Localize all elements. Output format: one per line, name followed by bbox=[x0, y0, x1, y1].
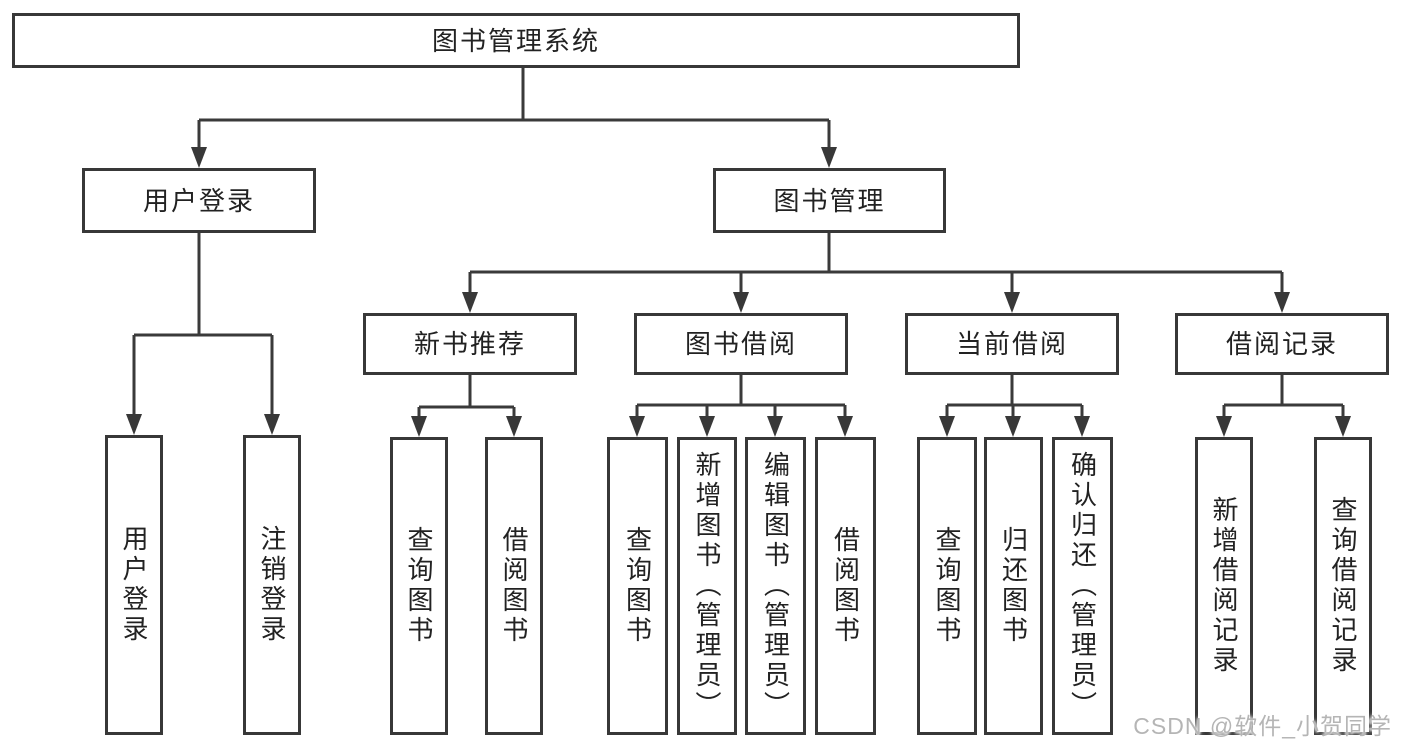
node-book-management: 图书管理 bbox=[713, 168, 946, 233]
leaf-return-book: 归还图书 bbox=[984, 437, 1043, 735]
connector-book-management-children bbox=[462, 233, 1290, 313]
arrowhead bbox=[821, 147, 837, 168]
arrowhead bbox=[411, 416, 427, 437]
connector-user-login-children bbox=[126, 233, 280, 435]
connector-line bbox=[1222, 375, 1345, 419]
leaf-query-books-borrowing: 查询图书 bbox=[607, 437, 668, 735]
connector-line bbox=[132, 233, 274, 416]
connector-line bbox=[945, 375, 1084, 419]
connector-root-to-level2 bbox=[191, 68, 837, 168]
connector-line bbox=[197, 68, 831, 150]
arrowhead bbox=[629, 416, 645, 437]
arrowhead bbox=[1074, 416, 1090, 437]
arrowhead bbox=[939, 416, 955, 437]
leaf-borrow-books-recommend: 借阅图书 bbox=[485, 437, 543, 735]
arrowhead bbox=[126, 414, 142, 435]
arrowhead bbox=[1004, 292, 1020, 313]
leaf-logout: 注销登录 bbox=[243, 435, 301, 735]
arrowhead bbox=[1274, 292, 1290, 313]
leaf-confirm-return-admin: 确认归还（管理员） bbox=[1052, 437, 1113, 735]
leaf-query-borrow-record: 查询借阅记录 bbox=[1314, 437, 1372, 735]
node-borrowing-records: 借阅记录 bbox=[1175, 313, 1389, 375]
leaf-edit-book-admin: 编辑图书（管理员） bbox=[745, 437, 806, 735]
arrowhead bbox=[264, 414, 280, 435]
connector-borrowing-records-children bbox=[1216, 375, 1351, 437]
node-current-borrowing: 当前借阅 bbox=[905, 313, 1119, 375]
connector-line bbox=[417, 375, 516, 419]
leaf-add-borrow-record: 新增借阅记录 bbox=[1195, 437, 1253, 735]
leaf-user-login: 用户登录 bbox=[105, 435, 163, 735]
connector-book-borrowing-children bbox=[629, 375, 853, 437]
arrowhead bbox=[1335, 416, 1351, 437]
arrowhead bbox=[1005, 416, 1021, 437]
connector-new-book-recommendation-children bbox=[411, 375, 522, 437]
connector-current-borrowing-children bbox=[939, 375, 1090, 437]
node-book-borrowing: 图书借阅 bbox=[634, 313, 848, 375]
arrowhead bbox=[506, 416, 522, 437]
node-new-book-recommendation: 新书推荐 bbox=[363, 313, 577, 375]
arrowhead bbox=[1216, 416, 1232, 437]
csdn-watermark: CSDN @软件_小贺同学 bbox=[1133, 713, 1392, 739]
arrowhead bbox=[191, 147, 207, 168]
arrowhead bbox=[462, 292, 478, 313]
connector-line bbox=[635, 375, 847, 419]
arrowhead bbox=[733, 292, 749, 313]
node-user-login: 用户登录 bbox=[82, 168, 316, 233]
leaf-borrow-books-borrowing: 借阅图书 bbox=[815, 437, 876, 735]
node-root-library-management-system: 图书管理系统 bbox=[12, 13, 1020, 68]
leaf-query-books-recommend: 查询图书 bbox=[390, 437, 448, 735]
arrowhead bbox=[837, 416, 853, 437]
arrowhead bbox=[699, 416, 715, 437]
leaf-add-book-admin: 新增图书（管理员） bbox=[677, 437, 737, 735]
connector-line bbox=[468, 233, 1284, 294]
arrowhead bbox=[767, 416, 783, 437]
leaf-query-books-current: 查询图书 bbox=[917, 437, 977, 735]
